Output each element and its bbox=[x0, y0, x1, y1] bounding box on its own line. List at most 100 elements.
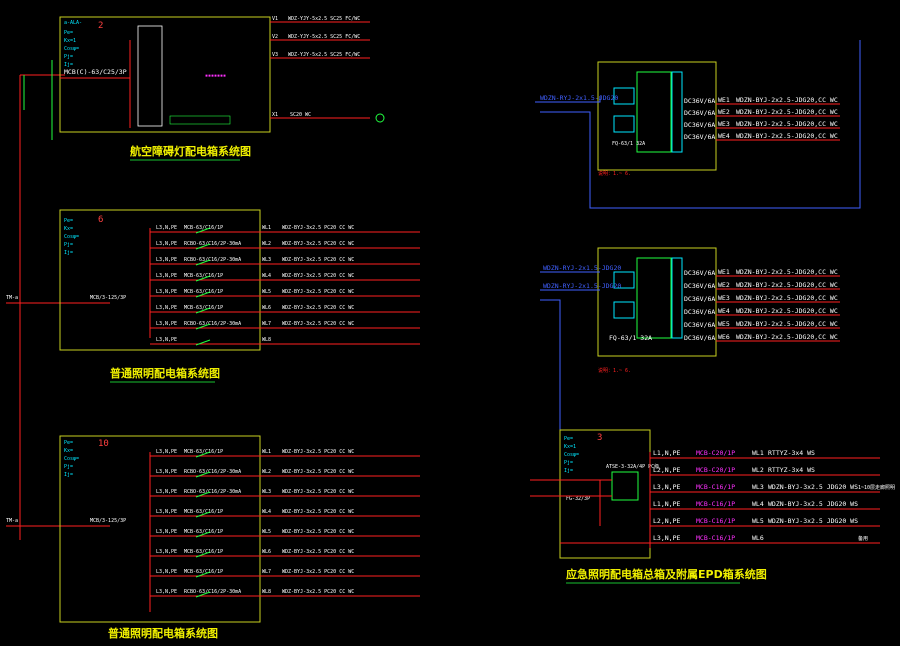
panel-6-title: 普通照明配电箱系统图 bbox=[110, 366, 220, 380]
panel-6-circuit-code: WL4 bbox=[262, 273, 271, 279]
panel-10-circuit-breaker: MCB-63/C16/1P bbox=[184, 549, 223, 555]
emergency-fuse: FG-32/3P bbox=[566, 496, 590, 502]
panel-sign-frame bbox=[59, 16, 271, 133]
panel-6-circuit-breaker: MCB-63/C16/1P bbox=[184, 225, 223, 231]
epd-bottom-incoming: WDZN-RYJ-2x1.5-JDG20 bbox=[543, 264, 621, 272]
panel-10-number: 10 bbox=[98, 439, 109, 449]
panel-6-switch-symbol bbox=[195, 243, 211, 250]
sign-controller-box bbox=[137, 25, 163, 127]
epd-top-circuit-cable: WDZN-BYJ-2x2.5-JDG20,CC WC bbox=[736, 96, 838, 104]
panel-10-kx: Kx= bbox=[64, 448, 73, 454]
panel-6-circuit-code: WL7 bbox=[262, 321, 271, 327]
panel-10-circuit-cable: WDZ-BYJ-3x2.5 PC20 CC WC bbox=[282, 449, 354, 455]
left-bus-labels: TM-a TM-a bbox=[6, 295, 18, 524]
epd-bottom-circuit-code: WE6 bbox=[718, 333, 730, 341]
panel-10-circuit-breaker: RCBO-63/C16/2P-30mA bbox=[184, 589, 241, 595]
panel-lighting-10: 10 Pe= Kx= Cosφ= Pj= Ij= MCB/3-125/3P L3… bbox=[59, 435, 420, 623]
panel-10-circuit-phase: L3,N,PE bbox=[156, 509, 177, 515]
sign-out-1-cable: WDZ-YJY-5x2.5 SC25 FC/WC bbox=[288, 16, 360, 22]
panel-10-pj: Pj= bbox=[64, 464, 73, 470]
panel-6-circuit-cable: WDZ-BYJ-3x2.5 PC20 CC WC bbox=[282, 225, 354, 231]
epd-top-circuit-rating: DC36V/6A bbox=[684, 109, 715, 117]
emergency-circuit-cable: WDZN-BYJ-3x2.5 JDG20 WS bbox=[768, 483, 858, 491]
panel-sign-cos: Cosφ= bbox=[64, 46, 79, 52]
panel-sign-title: 航空障碍灯配电箱系统图 bbox=[130, 144, 251, 158]
emergency-circuit-cable: RTTYZ-3x4 WS bbox=[768, 449, 815, 457]
emergency-circuits: L1,N,PE MCB-C20/1P WL1 RTTYZ-3x4 WS L2,N,PE M… bbox=[650, 449, 895, 544]
sign-out-2-cable: WDZ-YJY-5x2.5 SC25 FC/WC bbox=[288, 34, 360, 40]
epd-top-circuit-code: WE3 bbox=[718, 120, 730, 128]
panel-6-circuit-phase: L3,N,PE bbox=[156, 305, 177, 311]
epd-bottom-incoming-2: WDZN-RYJ-2x1.5-JDG20 bbox=[543, 282, 621, 290]
emergency-circuit-note: 1~10层走廊照明 bbox=[858, 484, 895, 491]
sign-out-3-code: V3 bbox=[272, 52, 278, 58]
panel-6-circuit-breaker: MCB-63/C16/1P bbox=[184, 273, 223, 279]
emergency-circuit-breaker: MCB-C16/1P bbox=[696, 534, 735, 542]
epd-bottom-circuit-code: WE4 bbox=[718, 307, 730, 315]
emergency-ij: Ij= bbox=[564, 468, 573, 474]
epd-bottom-circuit-cable: WDZN-BYJ-2x2.5-JDG20,CC WC bbox=[736, 268, 838, 276]
epd-top-circuit-code: WE1 bbox=[718, 96, 730, 104]
panel-10-circuit-code: WL4 bbox=[262, 509, 271, 515]
panel-6-circuit-phase: L3,N,PE bbox=[156, 337, 177, 343]
panel-lighting-6: 6 Pe= Kx= Cosφ= Pj= Ij= MCB/3-125/3P L3,… bbox=[59, 209, 420, 351]
panel-sign-number: 2 bbox=[98, 21, 103, 31]
panel-10-circuit-code: WL7 bbox=[262, 569, 271, 575]
emergency-circuit-phase: L1,N,PE bbox=[653, 449, 680, 457]
panel-6-circuit-cable: WDZ-BYJ-3x2.5 PC20 CC WC bbox=[282, 273, 354, 279]
panel-6-circuit-code: WL1 bbox=[262, 225, 271, 231]
panel-10-circuit-phase: L3,N,PE bbox=[156, 589, 177, 595]
sign-out-1-code: V1 bbox=[272, 16, 278, 22]
epd-bottom-circuit-cable: WDZN-BYJ-2x2.5-JDG20,CC WC bbox=[736, 294, 838, 302]
epd-bottom-circuit-rating: DC36V/6A bbox=[684, 269, 715, 277]
panel-6-switch-symbol bbox=[195, 275, 211, 282]
panel-10-circuit-phase: L3,N,PE bbox=[156, 469, 177, 475]
panel-6-pj: Pj= bbox=[64, 242, 73, 248]
emergency-pj: Pj= bbox=[564, 460, 573, 466]
emergency-circuit-phase: L3,N,PE bbox=[653, 483, 680, 491]
epd-bottom-circuit-cable: WDZN-BYJ-2x2.5-JDG20,CC WC bbox=[736, 307, 838, 315]
panel-6-circuit-code: WL8 bbox=[262, 337, 271, 343]
emergency-circuit-breaker: MCB-C20/1P bbox=[696, 449, 735, 457]
emergency-circuit-code: WL6 bbox=[752, 534, 764, 542]
panel-6-circuit-phase: L3,N,PE bbox=[156, 225, 177, 231]
emergency-title: 应急照明配电箱总箱及附属EPD箱系统图 bbox=[566, 567, 767, 581]
panel-6-switch-symbol bbox=[195, 259, 211, 266]
panel-6-circuit-code: WL6 bbox=[262, 305, 271, 311]
panel-10-circuit-breaker: MCB-63/C16/1P bbox=[184, 529, 223, 535]
panel-10-cos: Cosφ= bbox=[64, 456, 79, 462]
epd-bottom-circuit-cable: WDZN-BYJ-2x2.5-JDG20,CC WC bbox=[736, 333, 838, 341]
panel-10-circuit-code: WL2 bbox=[262, 469, 271, 475]
panel-10-circuit-breaker: RCBO-63/C16/2P-30mA bbox=[184, 489, 241, 495]
panel-10-circuit-cable: WDZ-BYJ-3x2.5 PC20 CC WC bbox=[282, 529, 354, 535]
epd-top-battery bbox=[636, 71, 672, 153]
epd-bottom-circuit-rating: DC36V/6A bbox=[684, 295, 715, 303]
epd-bottom-circuit-code: WE3 bbox=[718, 294, 730, 302]
epd-bottom-circuit-rating: DC36V/6A bbox=[684, 334, 715, 342]
panel-10-switch-symbol bbox=[195, 591, 211, 598]
epd-bottom-circuit-cable: WDZN-BYJ-2x2.5-JDG20,CC WC bbox=[736, 320, 838, 328]
panel-6-circuit-cable: WDZ-BYJ-3x2.5 PC20 CC WC bbox=[282, 257, 354, 263]
panel-6-ij: Ij= bbox=[64, 250, 73, 256]
svg-text:TM-a: TM-a bbox=[6, 518, 18, 524]
panel-6-pe: Pe= bbox=[64, 218, 73, 224]
panel-10-circuit-breaker: RCBO-63/C16/2P-30mA bbox=[184, 469, 241, 475]
panel-10-switch-symbol bbox=[195, 511, 211, 518]
panel-6-circuit-code: WL3 bbox=[262, 257, 271, 263]
emergency-circuit-code: WL1 bbox=[752, 449, 764, 457]
emergency-circuit-phase: L2,N,PE bbox=[653, 517, 680, 525]
emergency-main-panel: 3 Pe= Kx=1 Cosφ= Pj= Ij= ATSE-3-32A/4P P… bbox=[530, 429, 895, 559]
emergency-circuit-phase: L3,N,PE bbox=[653, 534, 680, 542]
epd-top-circuit-cable: WDZN-BYJ-2x2.5-JDG20,CC WC bbox=[736, 108, 838, 116]
epd-bottom-circuit-rating: DC36V/6A bbox=[684, 308, 715, 316]
epd-top-circuit-cable: WDZN-BYJ-2x2.5-JDG20,CC WC bbox=[736, 132, 838, 140]
epd-top-breaker: FQ-63/1 32A bbox=[612, 141, 645, 147]
epd-bottom-circuit-code: WE1 bbox=[718, 268, 730, 276]
panel-6-cos: Cosφ= bbox=[64, 234, 79, 240]
panel-10-circuit-code: WL5 bbox=[262, 529, 271, 535]
panel-10-circuit-cable: WDZ-BYJ-3x2.5 PC20 CC WC bbox=[282, 549, 354, 555]
panel-10-switch-symbol bbox=[195, 551, 211, 558]
panel-6-switch-symbol bbox=[195, 323, 211, 330]
